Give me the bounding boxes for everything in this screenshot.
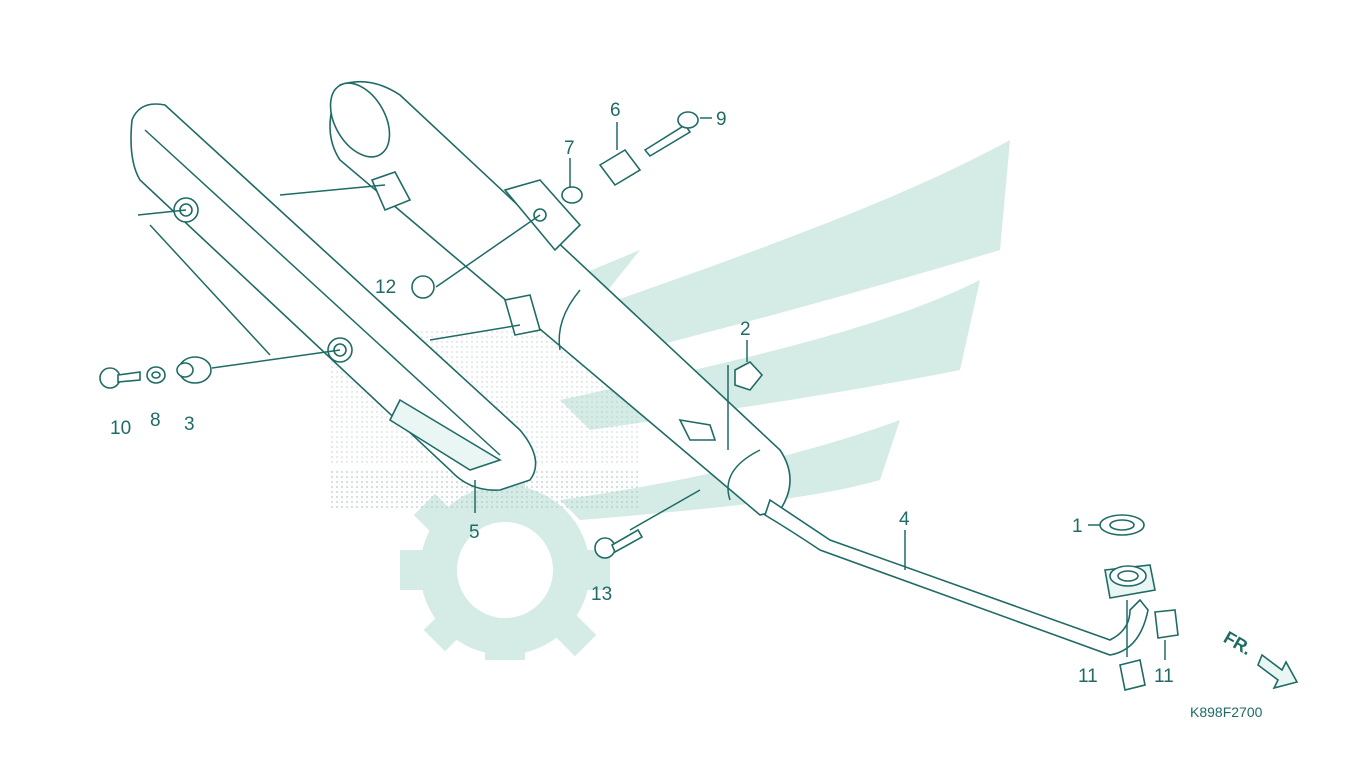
part-number-label: 6 — [610, 100, 621, 121]
nut-part-11b — [1154, 609, 1179, 639]
part-number-label: 11 — [1078, 666, 1098, 687]
gear-watermark — [400, 470, 610, 660]
bolt-part-12 — [411, 275, 435, 299]
front-direction-arrow: FR. — [1220, 627, 1299, 690]
part-number-label: 11 — [1154, 666, 1174, 687]
bolt-part-9 — [643, 111, 699, 158]
part-number-label: 12 — [375, 277, 396, 298]
bracket-part-6 — [598, 148, 642, 187]
part-number-label: 5 — [469, 522, 480, 543]
gasket-part-1 — [1099, 514, 1145, 536]
diagram-code: K898F2700 — [1190, 704, 1263, 720]
screw-part-10 — [99, 367, 141, 389]
part-number-label: 13 — [591, 584, 612, 605]
leader-lines — [137, 117, 1166, 660]
front-direction-label: FR. — [1220, 627, 1255, 659]
part-number-label: 8 — [150, 410, 161, 431]
collar-part-7 — [561, 186, 583, 204]
part-number-label: 1 — [1072, 516, 1083, 537]
part-number-label: 7 — [564, 138, 575, 159]
muffler-body-part — [329, 80, 791, 516]
bolt-part-13 — [594, 528, 644, 559]
exhaust-pipe-part — [764, 498, 1156, 656]
rubber-part-3 — [176, 356, 212, 384]
part-number-label: 3 — [184, 414, 195, 435]
part-number-label: 2 — [740, 319, 751, 340]
nut-part-2 — [734, 361, 764, 391]
muffler-protector-part — [130, 103, 537, 491]
part-number-label: 9 — [716, 109, 727, 130]
nut-part-11a — [1119, 659, 1146, 691]
part-number-label: 10 — [110, 418, 131, 439]
washer-part-8 — [146, 366, 166, 384]
part-number-label: 4 — [899, 509, 910, 530]
